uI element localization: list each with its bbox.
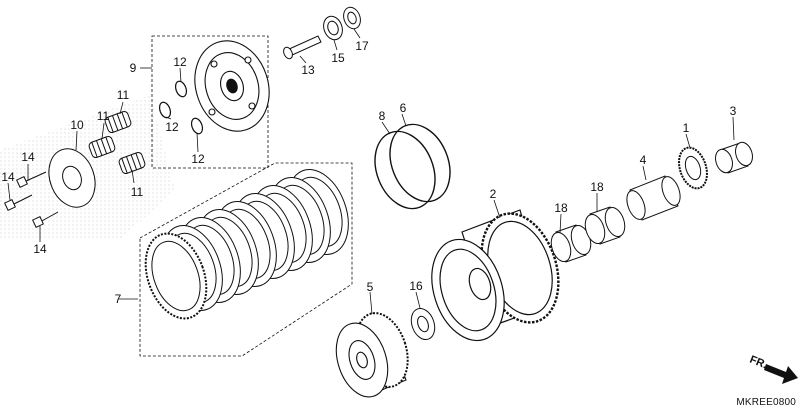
front-arrow-icon xyxy=(764,364,798,384)
o-rings xyxy=(158,80,204,135)
washer-17 xyxy=(343,6,361,30)
group-box-7 xyxy=(139,162,353,357)
collar-3 xyxy=(715,141,753,174)
thrust-washer xyxy=(410,308,436,340)
group-box-9 xyxy=(151,35,269,169)
lock-nut xyxy=(323,15,343,41)
callout-5: 5 xyxy=(367,280,374,294)
callout-12: 12 xyxy=(191,152,205,166)
lifter-rod xyxy=(283,35,322,60)
callout-18: 18 xyxy=(590,180,604,194)
lifter-plate xyxy=(48,148,96,208)
clutch-center xyxy=(335,312,409,398)
callout-6: 6 xyxy=(400,101,407,115)
callout-14: 14 xyxy=(21,150,35,164)
callout-4: 4 xyxy=(640,153,647,167)
callout-14: 14 xyxy=(33,242,47,256)
callout-18: 18 xyxy=(554,201,568,215)
callout-12: 12 xyxy=(165,120,179,134)
pressure-plate xyxy=(194,40,270,132)
leader-lines xyxy=(7,28,735,315)
callout-7: 7 xyxy=(115,292,122,306)
callout-11: 11 xyxy=(117,88,130,102)
bolts xyxy=(4,171,59,228)
clutch-springs xyxy=(88,111,146,174)
callouts: 9 12 12 12 11 11 11 10 14 14 14 13 15 17… xyxy=(1,39,736,306)
callout-3: 3 xyxy=(730,104,737,118)
callout-9: 9 xyxy=(130,61,137,75)
callout-11: 11 xyxy=(131,185,144,199)
callout-14: 14 xyxy=(1,170,15,184)
callout-10: 10 xyxy=(70,118,84,132)
diagram-code: MKREE0800 xyxy=(736,397,796,408)
sleeve xyxy=(626,175,681,221)
callout-11: 11 xyxy=(97,109,110,123)
callout-12: 12 xyxy=(173,55,187,69)
front-direction-indicator: FR. xyxy=(748,354,798,384)
callout-16: 16 xyxy=(409,279,423,293)
needle-bearings xyxy=(550,206,626,263)
callout-8: 8 xyxy=(379,109,386,123)
clutch-outer xyxy=(431,209,560,342)
callout-13: 13 xyxy=(301,63,315,77)
bearing-1 xyxy=(678,146,708,190)
callout-15: 15 xyxy=(331,51,345,65)
wire-rings xyxy=(374,123,451,210)
clutch-disc-stack xyxy=(144,169,349,320)
callout-1: 1 xyxy=(683,121,690,135)
callout-2: 2 xyxy=(490,187,497,201)
callout-17: 17 xyxy=(355,39,369,53)
